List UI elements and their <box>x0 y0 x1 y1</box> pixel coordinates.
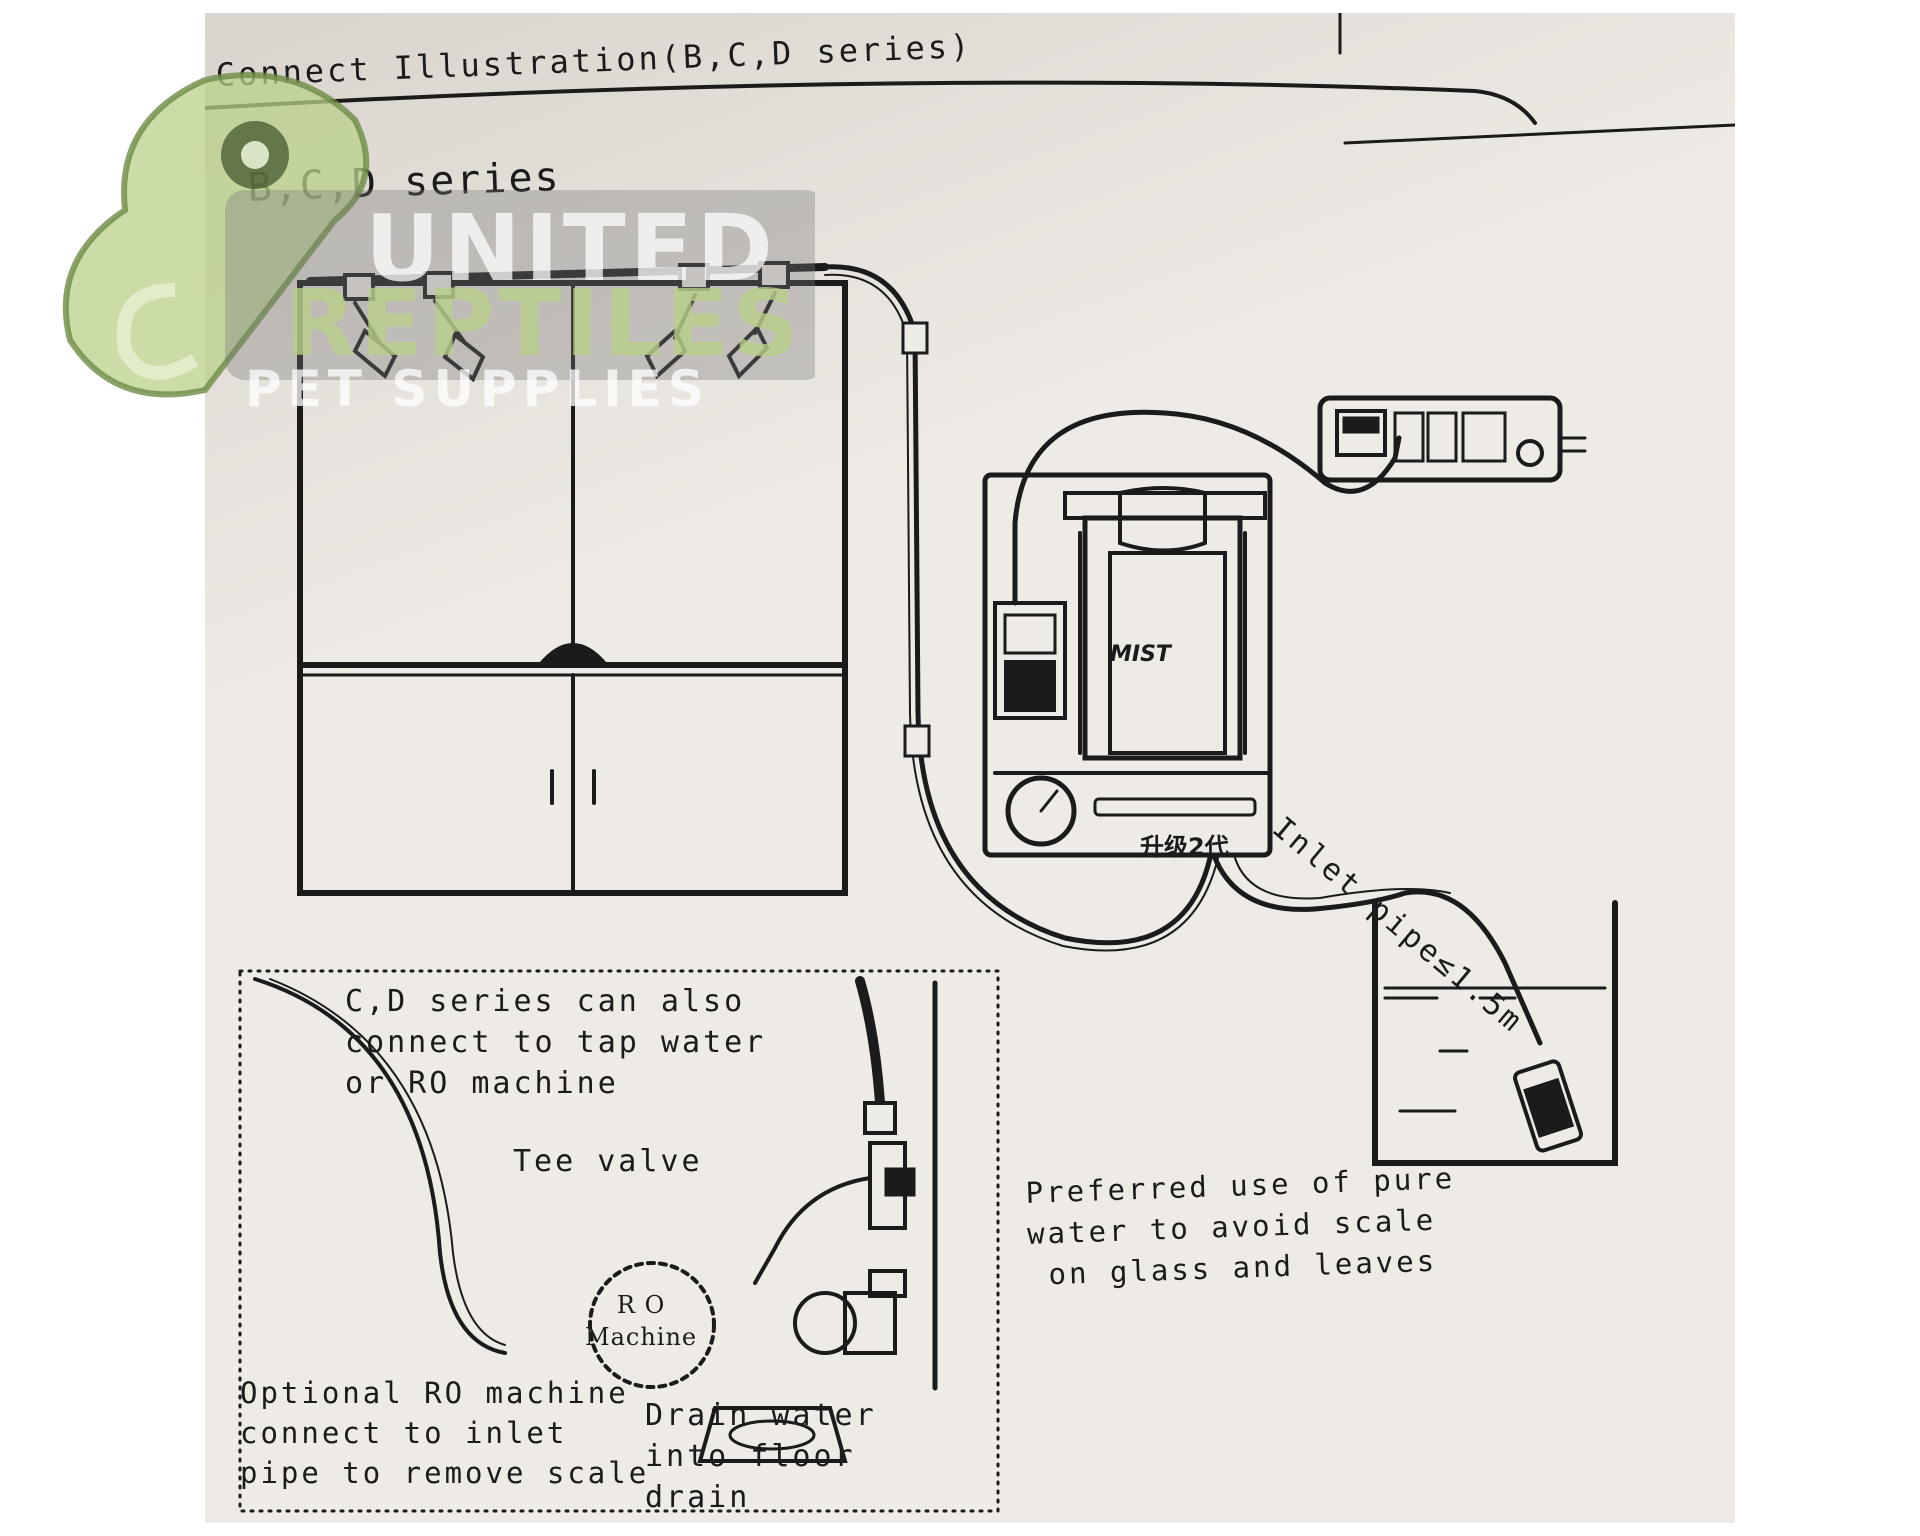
watermark-chameleon-icon <box>62 72 815 398</box>
angle-valve-knob <box>793 1291 857 1355</box>
nozzle-manifold <box>306 261 829 383</box>
tap-water-note-line: or RO machine <box>345 1066 619 1101</box>
angle-valve <box>843 1291 897 1355</box>
drain-note-line: into floor <box>645 1439 856 1474</box>
tap-water-note: C,D series can also connect to tap water… <box>345 981 766 1104</box>
watermark-line-2: REPTILES <box>285 270 803 377</box>
drain-note-line: Drain water <box>645 1398 877 1433</box>
ro-note: Optional RO machine connect to inlet pip… <box>240 1373 649 1493</box>
pure-water-note: Preferred use of pure water to avoid sca… <box>1025 1158 1459 1296</box>
power-strip <box>1317 395 1587 483</box>
watermark-line-1: UNITED <box>365 195 777 302</box>
ro-machine-label: R O Machine <box>585 1289 697 1353</box>
ro-feed-tube <box>753 1176 872 1285</box>
connection-diagram: MIST 升级2代 <box>205 13 1735 1513</box>
tap-hose <box>855 976 885 1108</box>
drain-note: Drain water into floor drain <box>645 1395 877 1518</box>
ro-tube-left <box>253 977 507 1355</box>
ro-note-line: connect to inlet <box>240 1416 568 1450</box>
supply-tube <box>822 264 1213 946</box>
watermark-line-3: PET SUPPLIES <box>245 360 710 418</box>
ro-machine-label-line: Machine <box>585 1323 698 1351</box>
pump-brand: MIST <box>1110 642 1173 667</box>
tube-clip-2 <box>903 724 931 758</box>
power-cord <box>1012 409 1402 606</box>
drain-note-line: drain <box>645 1480 751 1515</box>
page-edge-line-2 <box>1343 123 1735 145</box>
ro-machine-circle <box>588 1261 716 1389</box>
terrarium-cabinet <box>297 280 848 896</box>
ro-note-line: Optional RO machine <box>240 1376 629 1410</box>
header-rule <box>205 80 1537 125</box>
ro-note-line: pipe to remove scale <box>240 1456 650 1490</box>
tap-water-note-line: connect to tap water <box>345 1025 767 1060</box>
mist-pump-unit <box>982 472 1273 858</box>
tube-clip-1 <box>901 321 929 355</box>
valve-stem <box>868 1269 907 1298</box>
ro-machine-label-line: R O <box>616 1291 666 1319</box>
supply-tube-inner <box>824 273 1219 952</box>
water-container <box>1372 900 1618 1166</box>
inset-frame <box>238 969 1000 1513</box>
pump-badge: 升级2代 <box>1140 833 1229 861</box>
hose-nut <box>863 1101 897 1135</box>
tee-valve-label: Tee valve <box>513 1144 703 1179</box>
tee-valve-lever <box>884 1167 916 1197</box>
watermark: UNITED REPTILES PET SUPPLIES <box>55 60 815 440</box>
floor-drain-grate <box>728 1419 816 1451</box>
floor-drain <box>697 1406 848 1463</box>
tap-water-note-line: C,D series can also <box>345 984 746 1019</box>
